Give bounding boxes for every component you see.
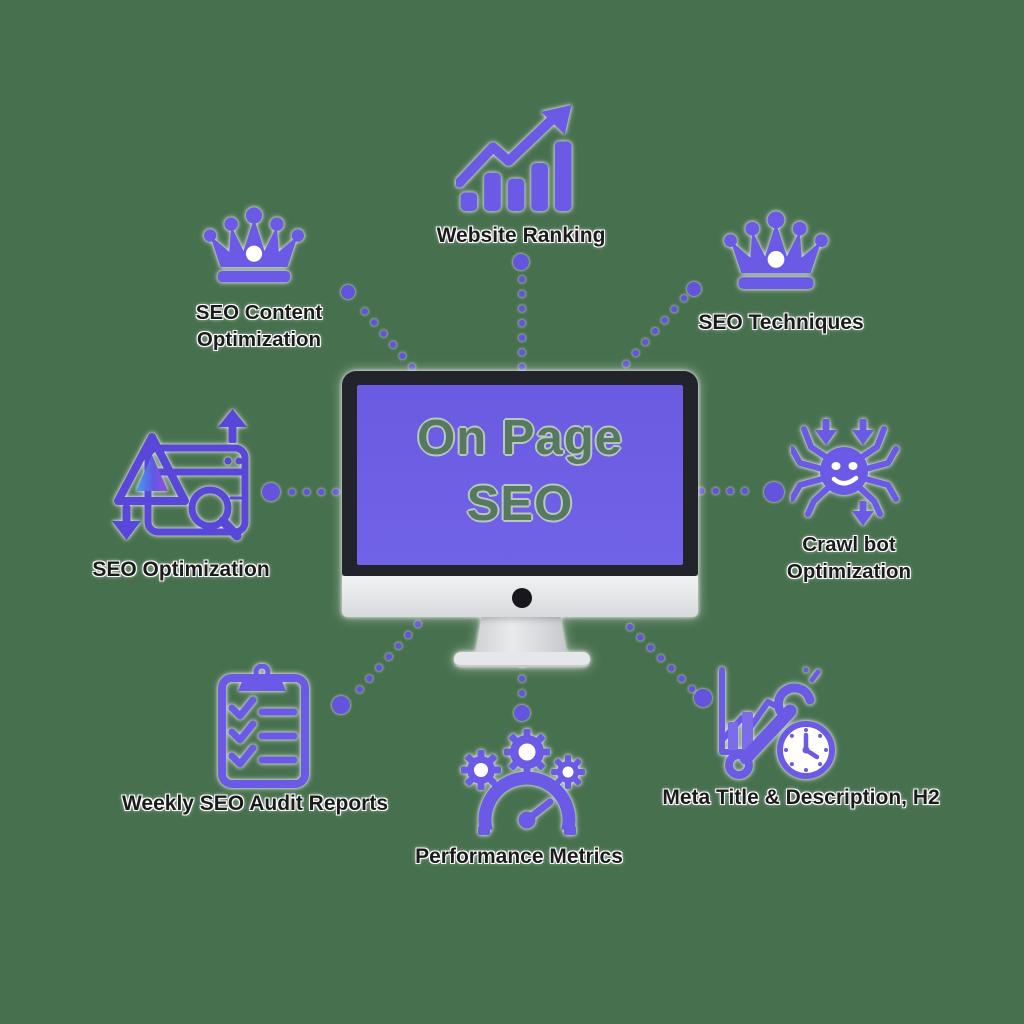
monitor-stand-base: [454, 652, 590, 667]
connector-left: [262, 483, 340, 501]
monitor: On Page SEO: [342, 371, 698, 667]
gears-speedometer-icon: [461, 729, 585, 835]
spider-bot-icon: [791, 419, 899, 526]
screen-line-2: SEO: [466, 477, 574, 531]
clipboard-checklist-icon: [218, 664, 309, 788]
connector-bottom: [514, 660, 530, 721]
monitor-screen: On Page SEO: [357, 385, 683, 565]
label-meta-title-description: Meta Title & Description, H2: [662, 786, 940, 809]
label-seo-content-optimization: SEO Content Optimization: [195, 301, 323, 351]
monitor-stand-neck: [475, 617, 567, 655]
connector-bottom-left: [332, 620, 422, 714]
on-page-seo-title: On Page SEO: [357, 405, 683, 537]
connector-top: [513, 254, 529, 371]
screen-line-1: On Page: [417, 411, 623, 465]
connector-right: [697, 482, 784, 502]
camera-dot-icon: [512, 588, 532, 608]
chart-wrench-clock-icon: [719, 667, 835, 779]
connector-top-left: [341, 285, 416, 371]
website-audit-icon: [112, 409, 249, 541]
label-performance-metrics: Performance Metrics: [415, 845, 623, 868]
label-seo-techniques: SEO Techniques: [698, 311, 864, 334]
label-weekly-seo-audit-reports: Weekly SEO Audit Reports: [121, 792, 389, 815]
connector-bottom-right: [626, 623, 712, 707]
bar-chart-arrow-icon: [456, 104, 572, 212]
label-seo-optimization: SEO Optimization: [92, 558, 270, 581]
label-crawl-bot-optimization: Crawl bot Optimization: [786, 533, 912, 583]
crown-icon: [203, 207, 305, 283]
crown-icon: [724, 211, 828, 290]
connector-top-right: [622, 282, 701, 368]
monitor-bezel: On Page SEO: [342, 371, 698, 576]
label-website-ranking: Website Ranking: [436, 224, 606, 247]
